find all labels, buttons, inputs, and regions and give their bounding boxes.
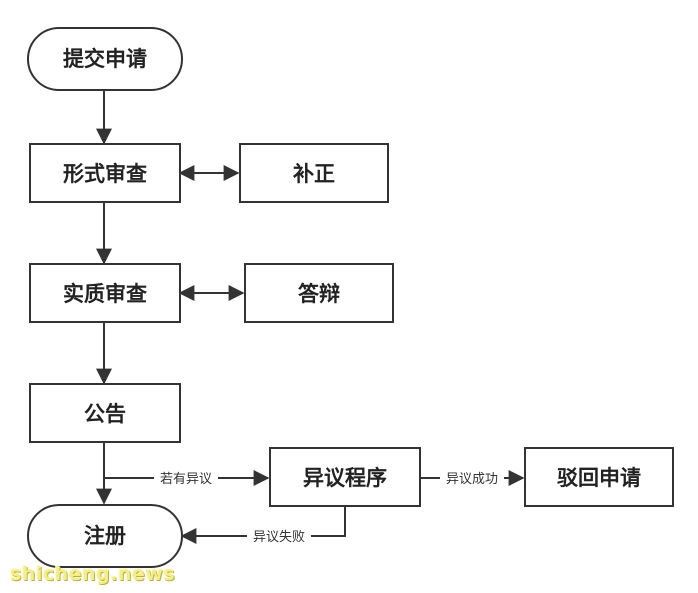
node-submit-label: 提交申请 [63,47,147,71]
node-correction-label: 补正 [292,162,335,186]
node-objection-label: 异议程序 [303,466,387,490]
node-reject-label: 驳回申请 [557,466,641,490]
node-substantive-review-label: 实质审查 [63,282,147,306]
node-announcement: 公告 [29,383,181,443]
node-announcement-label: 公告 [84,402,126,426]
node-reject: 驳回申请 [524,447,674,507]
label-objection-success: 异议成功 [446,472,498,487]
nodes: 提交申请 形式审查 补正 实质审查 答辩 公告 [27,27,674,568]
node-register-label: 注册 [84,524,126,548]
node-formal-review: 形式审查 [29,143,181,203]
edge-labels: 若有异议 异议成功 异议失败 [154,469,504,545]
node-correction: 补正 [239,143,389,203]
watermark: shicheng.news [10,563,176,585]
node-reply-label: 答辩 [298,282,340,306]
node-reply: 答辩 [244,263,394,323]
label-objection-failure: 异议失败 [253,530,305,545]
node-objection: 异议程序 [269,447,421,507]
node-substantive-review: 实质审查 [29,263,181,323]
node-register: 注册 [27,504,183,568]
edge-objection-failure-to-register [180,506,346,544]
node-submit: 提交申请 [27,27,183,91]
label-if-objection: 若有异议 [160,471,212,487]
node-formal-review-label: 形式审查 [63,162,147,186]
